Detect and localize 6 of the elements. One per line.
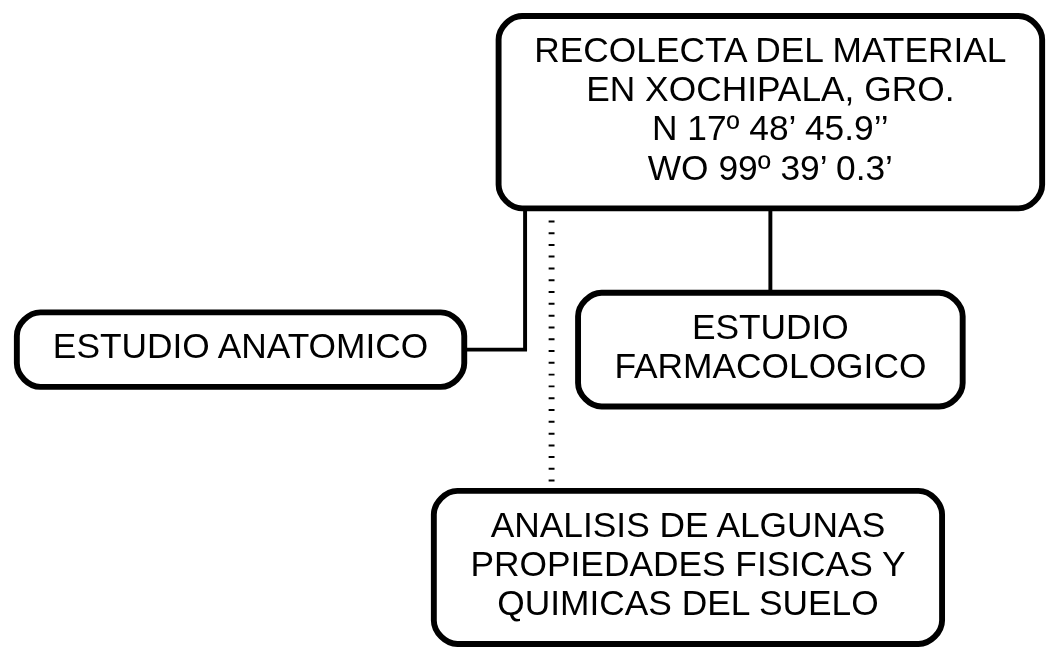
connector bbox=[767, 208, 772, 293]
node-box: RECOLECTA DEL MATERIAL EN XOCHIPALA, GRO. N 17º 48’ 45.9’’ WO 99º 39’ 0.3’ bbox=[495, 13, 1045, 212]
node-box: ANALISIS DE ALGUNAS PROPIEDADES FISICAS Y QUIMICAS DEL SUELO bbox=[430, 487, 945, 647]
connector bbox=[464, 208, 527, 352]
node-box: ESTUDIO FARMACOLOGICO bbox=[574, 289, 966, 410]
node-box: ESTUDIO ANATOMICO bbox=[13, 309, 467, 390]
